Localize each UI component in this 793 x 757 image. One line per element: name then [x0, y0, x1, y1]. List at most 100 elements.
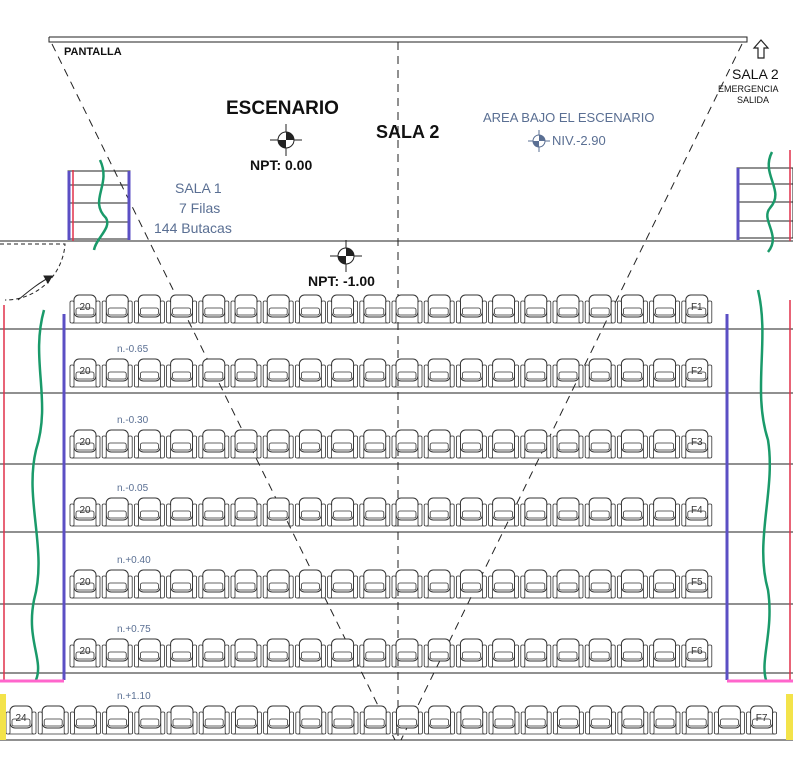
- row-level-label: n.+0.40: [117, 555, 151, 566]
- under-stage-title: AREA BAJO EL ESCENARIO: [483, 110, 655, 125]
- seat: [359, 705, 391, 735]
- seat: [552, 638, 584, 668]
- seat: [520, 497, 552, 527]
- seat: [552, 429, 584, 459]
- row-tag: F7: [756, 713, 768, 724]
- screen-line: [48, 36, 748, 43]
- seat: [520, 638, 552, 668]
- seat: [294, 429, 326, 459]
- hall1-title: SALA 1: [175, 180, 222, 196]
- seat: [423, 358, 455, 388]
- seat: [133, 497, 165, 527]
- seat-row: 20 F1: [0, 302, 793, 330]
- seat: [262, 294, 294, 324]
- seat: [455, 294, 487, 324]
- row-first-seat-number: 20: [79, 646, 91, 657]
- seat: [69, 569, 101, 599]
- level-marker-floor-icon: [330, 240, 362, 272]
- sightline-right: [400, 43, 743, 741]
- seat: [69, 294, 101, 324]
- stairs-right-green-mark: [766, 151, 777, 253]
- exit-line2: SALIDA: [737, 95, 770, 105]
- seat: [456, 705, 488, 735]
- seat: [69, 497, 101, 527]
- stage-area: [0, 36, 793, 741]
- seat: [101, 638, 133, 668]
- stairs-left: [67, 159, 131, 251]
- right-yellow-mark: [786, 694, 793, 740]
- seat: [681, 638, 713, 668]
- seat: [391, 569, 423, 599]
- seat: [520, 429, 552, 459]
- seat: [423, 294, 455, 324]
- seat: [649, 497, 680, 527]
- seat: [617, 294, 648, 324]
- left-yellow-mark: [0, 694, 6, 740]
- seat: [552, 358, 584, 388]
- level-marker-stage-icon: [270, 124, 302, 156]
- seat: [359, 638, 391, 668]
- seat: [198, 358, 230, 388]
- door-arc: [0, 243, 66, 301]
- level-marker-under-stage-icon: [528, 130, 550, 152]
- seat: [649, 429, 680, 459]
- seat: [327, 294, 359, 324]
- seat: [552, 294, 584, 324]
- row-first-seat-number: 20: [79, 302, 91, 313]
- seat: [520, 294, 552, 324]
- seat: [198, 569, 230, 599]
- seat: [584, 497, 616, 527]
- row-tag: F5: [691, 577, 703, 588]
- seat: [294, 358, 326, 388]
- row-tag: F3: [691, 437, 703, 448]
- stairs-right: [736, 150, 793, 253]
- seat: [681, 569, 713, 599]
- seat: [262, 429, 294, 459]
- seat: [101, 429, 133, 459]
- seat: [391, 497, 423, 527]
- seat: [617, 569, 648, 599]
- hall1-seats: 144 Butacas: [154, 220, 232, 236]
- seat: [327, 705, 359, 735]
- seat: [681, 294, 713, 324]
- seat: [262, 497, 294, 527]
- seat: [423, 569, 455, 599]
- seat: [488, 638, 519, 668]
- seat: [198, 497, 230, 527]
- stage-title: ESCENARIO: [226, 98, 339, 119]
- seat: [37, 705, 69, 735]
- seat: [488, 705, 520, 735]
- seat: [681, 358, 713, 388]
- hall-center-label: SALA 2: [376, 122, 440, 142]
- seat: [552, 569, 584, 599]
- seat: [230, 358, 262, 388]
- seat: [133, 569, 165, 599]
- seat: [262, 569, 294, 599]
- seat: [166, 638, 198, 668]
- seat: [69, 429, 101, 459]
- seat: [166, 429, 198, 459]
- seat: [455, 429, 487, 459]
- seat: [134, 705, 166, 735]
- seat: [359, 497, 391, 527]
- door-arrow-head: [43, 275, 53, 285]
- seat: [133, 358, 165, 388]
- seat: [166, 497, 198, 527]
- seat: [359, 294, 391, 324]
- row-tag: F1: [691, 302, 703, 313]
- seat: [166, 705, 198, 735]
- seat: [359, 569, 391, 599]
- seat: [649, 294, 680, 324]
- seat: [133, 429, 165, 459]
- seat: [69, 358, 101, 388]
- seat: [295, 705, 327, 735]
- seat: [101, 294, 133, 324]
- seat: [649, 705, 681, 735]
- stage-level-label: NPT: 0.00: [250, 157, 313, 173]
- seat: [198, 429, 230, 459]
- seat: [262, 638, 294, 668]
